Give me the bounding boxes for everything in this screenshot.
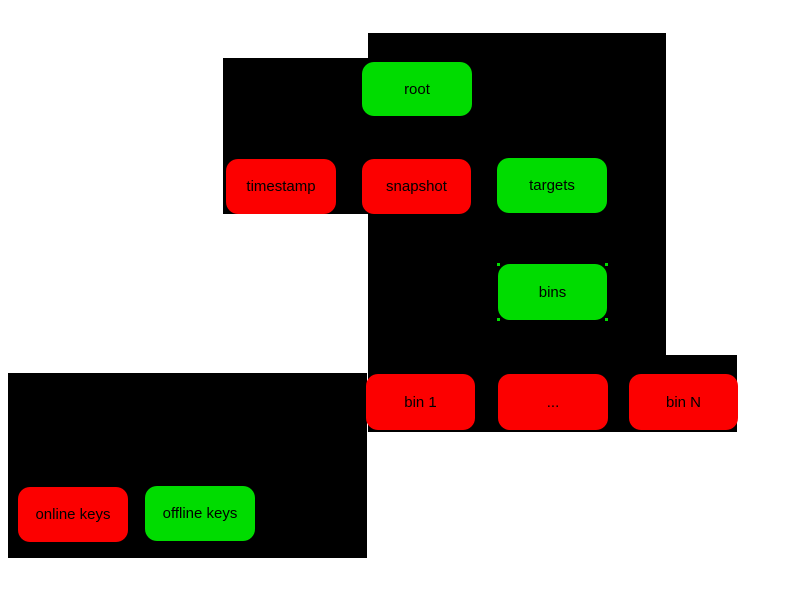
node-online-keys: online keys xyxy=(18,487,128,542)
node-snapshot-label: snapshot xyxy=(386,178,447,195)
bins-corner-mark xyxy=(605,263,608,266)
node-bin-1: bin 1 xyxy=(366,374,475,430)
node-bins: bins xyxy=(497,263,608,321)
node-bin-ellipsis-label: ... xyxy=(546,393,560,411)
node-bin-N: bin N xyxy=(629,374,738,430)
node-root: root xyxy=(362,62,472,116)
node-root-label: root xyxy=(404,80,430,98)
node-timestamp: timestamp xyxy=(226,159,336,214)
bins-corner-mark xyxy=(497,318,500,321)
node-targets: targets xyxy=(497,158,607,213)
node-bin-ellipsis: ... xyxy=(498,374,608,430)
node-bin-1-label: bin 1 xyxy=(404,393,437,411)
node-timestamp-label: timestamp xyxy=(246,178,316,195)
node-targets-label: targets xyxy=(529,177,575,194)
bins-corner-mark xyxy=(605,318,608,321)
node-bins-label: bins xyxy=(538,283,567,301)
bins-corner-mark xyxy=(497,263,500,266)
node-offline-keys: offline keys xyxy=(145,486,255,541)
node-offline-keys-label: offline keys xyxy=(162,505,238,522)
node-bin-N-label: bin N xyxy=(665,393,702,411)
node-online-keys-label: online keys xyxy=(35,506,111,523)
node-snapshot: snapshot xyxy=(362,159,471,214)
